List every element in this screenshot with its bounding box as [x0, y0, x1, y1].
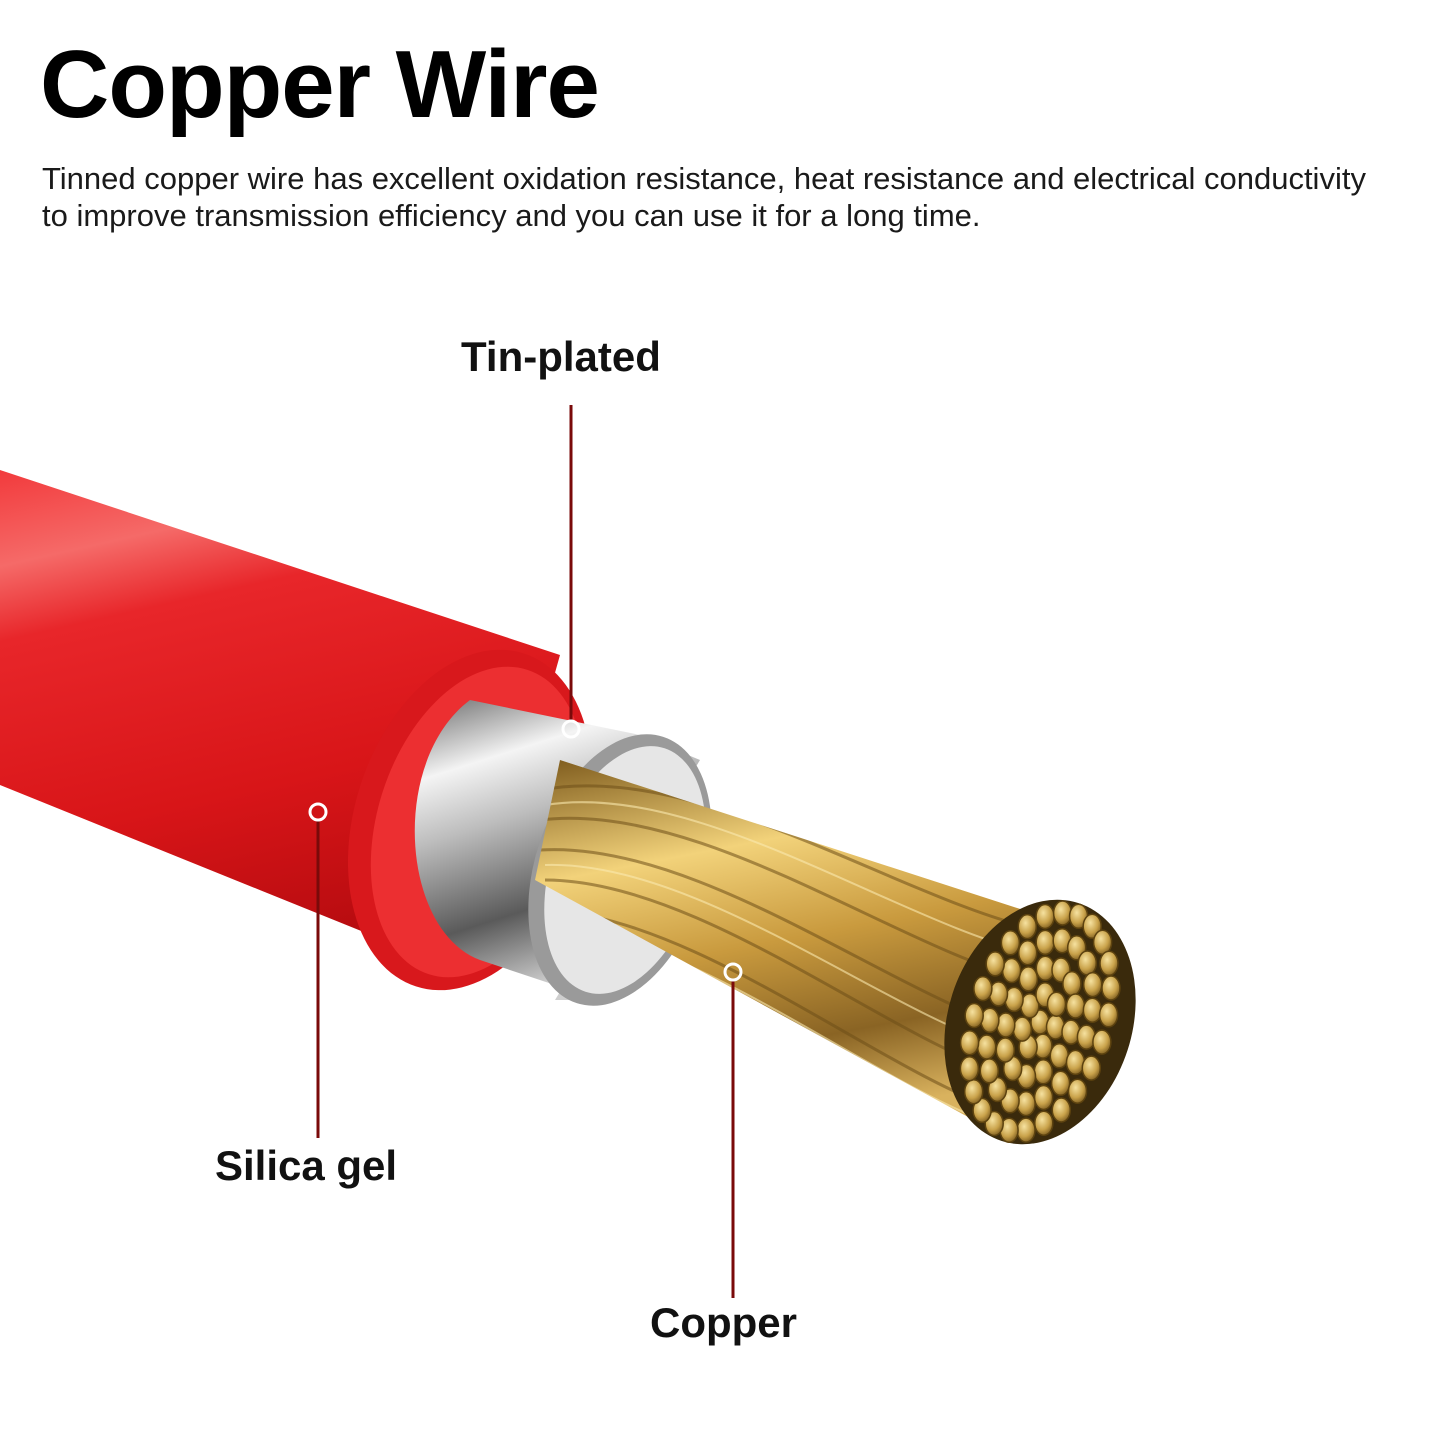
strand-end	[1082, 997, 1103, 1023]
strand-end	[1049, 1043, 1070, 1069]
marker-copper	[723, 962, 743, 982]
strand-end	[996, 1012, 1016, 1038]
strand-end	[964, 1002, 984, 1029]
strand-end	[1067, 1078, 1088, 1104]
callout-lines	[316, 405, 735, 1298]
strand-end	[1098, 1002, 1119, 1028]
strand-end	[1050, 1070, 1071, 1097]
strand-end	[1077, 950, 1098, 976]
strand-end	[1017, 939, 1038, 966]
strand-end	[976, 1034, 997, 1060]
marker-tin-plated	[561, 719, 581, 739]
strand-end	[1018, 966, 1039, 992]
description-text: Tinned copper wire has excellent oxidati…	[42, 161, 1366, 233]
strand-end	[1052, 900, 1073, 926]
strand-end	[1065, 993, 1086, 1019]
strand-end	[995, 1037, 1016, 1063]
strand-end	[1035, 903, 1055, 930]
label-tin-plated: Tin-plated	[461, 333, 661, 380]
strand-end	[1051, 1097, 1072, 1123]
label-silica-gel: Silica gel	[215, 1142, 398, 1189]
strand-end	[985, 951, 1005, 977]
strand-end	[979, 1058, 1000, 1084]
strand-end	[959, 1029, 980, 1056]
page-title: Copper Wire	[40, 31, 600, 138]
strand-end	[1099, 950, 1119, 977]
strand-end	[1101, 975, 1121, 1001]
strand-end	[1016, 1117, 1036, 1143]
strand-end	[1000, 930, 1021, 956]
strand-end	[1017, 913, 1038, 940]
strand-end	[1081, 1055, 1102, 1081]
copper-strand-end-face	[944, 899, 1136, 1145]
strand-end	[973, 975, 993, 1002]
strand-end	[1092, 1029, 1112, 1055]
strand-end	[1016, 1090, 1036, 1117]
strand-end	[1082, 971, 1103, 998]
strand-end	[1034, 1110, 1054, 1136]
strand-end	[1035, 929, 1055, 956]
strand-end	[1062, 970, 1082, 997]
strand-end	[959, 1055, 980, 1082]
label-copper: Copper	[650, 1299, 797, 1346]
strand-end	[980, 1007, 1000, 1034]
strand-end	[1033, 1059, 1054, 1085]
strand-end	[1012, 1016, 1033, 1042]
strand-end	[972, 1097, 992, 1124]
strand-end	[1001, 957, 1022, 984]
callout-markers	[308, 719, 743, 982]
strand-end	[1033, 1084, 1054, 1111]
marker-silica-gel	[308, 802, 328, 822]
strand-end	[963, 1078, 984, 1105]
strand-end	[1046, 991, 1067, 1017]
